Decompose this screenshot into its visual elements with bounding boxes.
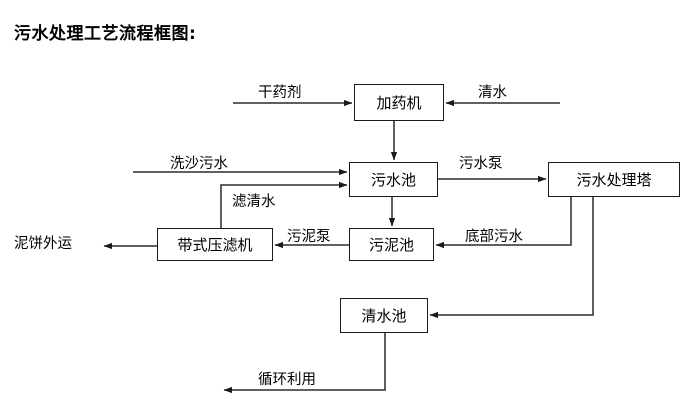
edge-label-clean-water: 清水 [478, 85, 507, 101]
edge-label-dry-chemical: 干药剂 [258, 85, 302, 101]
edge-label-wastewater-pump: 污水泵 [459, 156, 503, 172]
node-wastewater-pool[interactable]: 污水池 [349, 162, 438, 197]
edge-label-sand-wash-water: 洗沙污水 [170, 156, 228, 172]
node-label: 污水处理塔 [576, 171, 652, 189]
edge-label-sludge-pump: 污泥泵 [287, 229, 331, 245]
node-label: 清水池 [361, 307, 407, 325]
node-sludge-pool[interactable]: 污泥池 [349, 228, 434, 261]
node-label: 带式压滤机 [177, 236, 253, 254]
node-dosing-machine[interactable]: 加药机 [354, 84, 444, 121]
node-label: 加药机 [376, 94, 422, 112]
page-title: 污水处理工艺流程框图: [14, 24, 197, 44]
edge-label-bottom-wastewater: 底部污水 [465, 229, 523, 245]
node-clear-water-pool[interactable]: 清水池 [340, 298, 428, 333]
terminal-label-recycle-reuse: 循环利用 [258, 372, 316, 388]
edge-bottom-wastewater-to-sludge-pool [435, 197, 572, 249]
edge-label-filtered-water: 滤清水 [232, 194, 276, 210]
terminal-label-mud-cake-transport: 泥饼外运 [14, 236, 72, 252]
node-label: 污泥池 [368, 236, 414, 254]
node-belt-filter-press[interactable]: 带式压滤机 [157, 228, 273, 261]
node-label: 污水池 [370, 171, 416, 189]
edge-treatment-tower-to-clear-water-pool [429, 197, 594, 319]
edge-clear-water-pool-to-recycle [223, 333, 386, 394]
node-treatment-tower[interactable]: 污水处理塔 [548, 162, 680, 197]
edge-filtered-water-to-wastewater-pool [220, 181, 348, 228]
